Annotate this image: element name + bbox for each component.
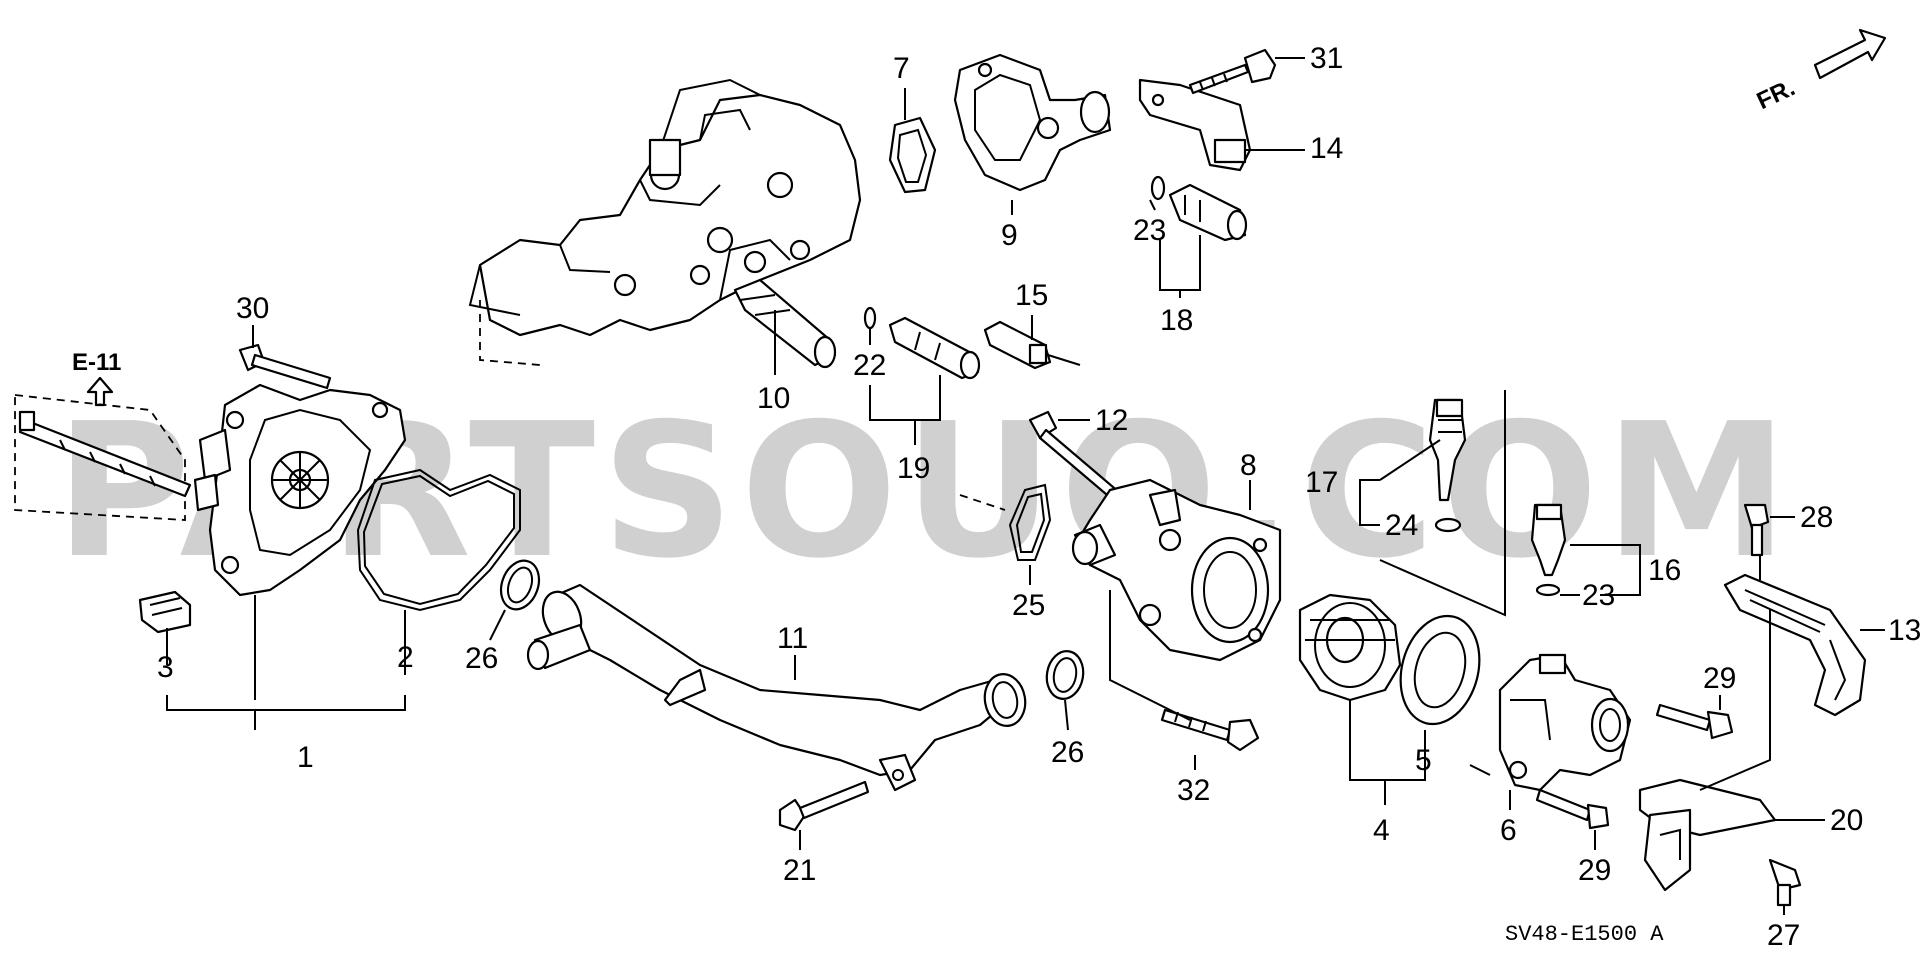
part-7-gasket xyxy=(888,116,937,194)
callout-26: 26 xyxy=(465,642,498,675)
part-28-bolt xyxy=(1743,503,1770,557)
callout-29: 29 xyxy=(1703,662,1736,695)
part-23-washer-right xyxy=(1535,583,1561,597)
callout-26-right: 26 xyxy=(1051,736,1084,769)
front-label: FR. xyxy=(1753,74,1799,115)
diagram-code: SV48-E1500 A xyxy=(1505,922,1664,947)
e11-reference: E-11 xyxy=(14,349,186,521)
stud-bolt-left xyxy=(18,410,192,498)
part-26-oring-left xyxy=(499,559,541,611)
callout-6: 6 xyxy=(1500,814,1517,847)
callout-1: 1 xyxy=(297,741,314,774)
callout-23-right: 23 xyxy=(1582,579,1615,612)
part-6-thermostat-cover xyxy=(1498,653,1632,792)
callout-22: 22 xyxy=(853,349,886,382)
callout-17: 17 xyxy=(1305,466,1338,499)
part-1-water-pump xyxy=(193,383,407,597)
callout-25: 25 xyxy=(1012,589,1045,622)
part-22-washer xyxy=(863,306,877,330)
callout-11: 11 xyxy=(777,622,808,655)
part-20-bracket xyxy=(1638,778,1777,892)
part-10-fitting xyxy=(733,278,837,369)
part-27-bolt xyxy=(1768,858,1802,907)
part-11-water-pipe xyxy=(526,583,1027,792)
callout-21: 21 xyxy=(783,854,816,887)
part-9-water-outlet xyxy=(953,53,1112,192)
callout-32: 32 xyxy=(1177,774,1210,807)
part-3-clip xyxy=(138,590,192,634)
part-24-washer xyxy=(1434,517,1462,533)
callout-27: 27 xyxy=(1767,919,1800,952)
reference-label: E-11 xyxy=(72,349,121,376)
callout-3: 3 xyxy=(157,651,174,684)
callout-29-lower: 29 xyxy=(1578,854,1611,887)
callout-24: 24 xyxy=(1385,509,1418,542)
part-17-sensor xyxy=(1428,398,1467,502)
part-13-bracket xyxy=(1723,573,1867,717)
callout-bracket-16-17 xyxy=(1379,390,1506,617)
callout-13: 13 xyxy=(1888,614,1920,647)
part-15-sensor xyxy=(983,320,1081,370)
callout-4: 4 xyxy=(1373,814,1390,847)
part-29-bolt-upper xyxy=(1655,703,1734,740)
part-5-gasket xyxy=(1399,614,1481,726)
part-30-bolt xyxy=(238,343,332,390)
callout-8: 8 xyxy=(1240,449,1257,482)
callout-19: 19 xyxy=(897,452,930,485)
callout-7: 7 xyxy=(893,52,910,85)
callout-31: 31 xyxy=(1310,42,1343,75)
part-23-washer-top xyxy=(1150,175,1166,201)
callout-16: 16 xyxy=(1648,554,1681,587)
cylinder-head-assembly xyxy=(468,78,862,366)
part-21-bolt xyxy=(778,780,870,832)
part-19-sensor xyxy=(888,316,981,380)
callout-30: 30 xyxy=(236,292,269,325)
callout-labels: 1 2 3 4 5 6 7 8 9 10 11 12 13 14 15 16 1… xyxy=(157,42,1920,952)
part-26-oring-right xyxy=(1045,650,1085,700)
callout-2: 2 xyxy=(397,641,414,674)
part-18-sensor xyxy=(1168,183,1248,242)
front-arrow-icon xyxy=(1813,28,1887,80)
part-16-sensor xyxy=(1530,503,1567,577)
callout-10: 10 xyxy=(757,382,790,415)
callout-28: 28 xyxy=(1800,501,1833,534)
callout-23: 23 xyxy=(1133,214,1166,247)
callout-18: 18 xyxy=(1160,304,1193,337)
callout-14: 14 xyxy=(1310,132,1343,165)
front-direction-indicator: FR. xyxy=(1753,28,1887,115)
callout-12: 12 xyxy=(1095,404,1128,437)
callout-15: 15 xyxy=(1015,279,1048,312)
part-29-bolt-lower xyxy=(1535,788,1610,830)
part-8-thermostat-housing xyxy=(1071,478,1282,662)
callout-20: 20 xyxy=(1830,804,1863,837)
part-2-oring xyxy=(356,468,521,612)
leader-lines xyxy=(166,57,1885,915)
part-4-thermostat xyxy=(1298,593,1402,702)
callout-5: 5 xyxy=(1415,744,1432,777)
callout-9: 9 xyxy=(1001,219,1018,252)
part-32-bolt xyxy=(1160,708,1260,752)
part-25-gasket xyxy=(1008,483,1052,561)
part-31-bolt xyxy=(1188,48,1277,95)
part-14-bracket xyxy=(1138,78,1252,172)
